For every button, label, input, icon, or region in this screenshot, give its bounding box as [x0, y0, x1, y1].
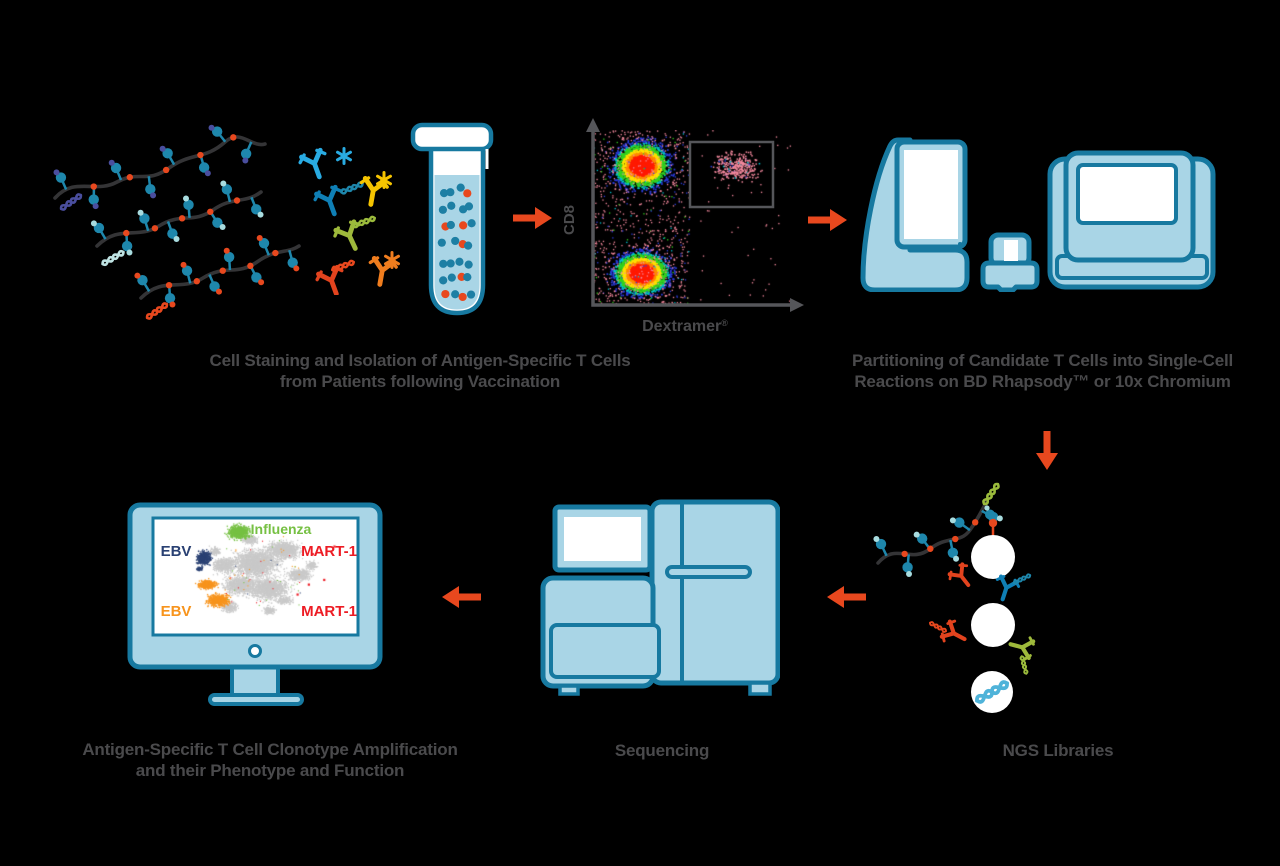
barcoded-antibodies-illustration [290, 140, 400, 295]
rhapsody-screen [904, 150, 958, 239]
antibody-red-icon [945, 560, 979, 594]
y-axis-label: CD8 [561, 205, 578, 235]
dna-end-icon [58, 192, 84, 212]
dextramer-pool-illustration [53, 124, 301, 321]
bd-rhapsody-instrument [860, 137, 970, 292]
dna-end-icon [144, 301, 170, 321]
tsne-canvas [153, 518, 358, 635]
plot-axes [591, 125, 792, 307]
dna-teal-icon [339, 180, 365, 196]
caption-staining: Cell Staining and Isolation of Antigen-S… [135, 350, 705, 392]
tsne-label-mart1-bottom: MART-1 [301, 603, 357, 620]
arrow-right-icon [808, 209, 847, 231]
caption-line: Reactions on BD Rhapsody™ or 10x Chromiu… [854, 372, 1231, 391]
tsne-label-mart1-top: MART-1 [301, 543, 357, 560]
dna-green-icon [351, 214, 377, 230]
tsne-label-ebv-top: EBV [160, 543, 192, 560]
tube-cap [410, 122, 494, 152]
dna-red-icon [928, 620, 948, 634]
flow-density-canvas [593, 130, 793, 305]
ngs-beads-illustration [928, 505, 1113, 713]
flow-cytometry-plot: CD8 Dextramer® [561, 118, 804, 335]
cartridge-window [1004, 240, 1018, 261]
chromium-screen [1076, 163, 1178, 225]
sequencer-foot [748, 681, 772, 696]
x-axis-arrowhead [790, 298, 804, 312]
cartridge [980, 232, 1040, 292]
monitor-base [208, 693, 304, 706]
caption-partitioning: Partitioning of Candidate T Cells into S… [820, 350, 1265, 392]
sequencer-illustration [540, 499, 780, 696]
caption-line: Partitioning of Candidate T Cells into S… [851, 351, 1234, 370]
arrow-left-icon [442, 586, 481, 608]
ngs-chain-illustration [873, 481, 1003, 578]
y-axis-arrowhead [586, 118, 600, 132]
tsne-label-influenza: Influenza [250, 521, 312, 537]
partitioning-instruments [860, 137, 1216, 292]
sequencer-tower [649, 499, 780, 686]
bead-dextramer [984, 505, 998, 535]
star-cyan-icon [336, 147, 352, 165]
caption-line: Antigen-Specific T Cell Clonotype Amplif… [82, 740, 458, 759]
caption-line: and their Phenotype and Function [135, 761, 405, 780]
caption-line: Cell Staining and Isolation of Antigen-S… [209, 351, 631, 370]
sequencer-tray [549, 623, 661, 679]
caption-line: NGS Libraries [1002, 741, 1114, 760]
antibody-red-icon [940, 619, 970, 649]
caption-line: from Patients following Vaccination [279, 372, 561, 391]
dna-end-icon [100, 248, 126, 268]
rhapsody-button [958, 242, 962, 246]
tube-cells [437, 183, 476, 302]
monitor-neck [230, 665, 280, 697]
antibody-lightblue-icon [298, 148, 331, 181]
bead [971, 535, 1015, 579]
gate-rectangle [688, 140, 775, 209]
chromium-instrument [1047, 150, 1216, 290]
caption-ngs: NGS Libraries [958, 740, 1158, 761]
arrow-right-icon [513, 207, 552, 229]
antibody-blue-icon [992, 575, 1020, 603]
sequencer-handle [665, 565, 752, 579]
monitor-button [248, 644, 262, 658]
tsne-label-ebv-bottom: EBV [160, 603, 192, 620]
sequencer-screen [564, 517, 641, 561]
sample-tube-illustration [410, 122, 494, 316]
caption-sequencing: Sequencing [562, 740, 762, 761]
caption-line: Sequencing [614, 741, 710, 760]
sequencer-foot [558, 684, 580, 696]
bead [971, 603, 1015, 647]
caption-analysis: Antigen-Specific T Cell Clonotype Amplif… [25, 739, 515, 781]
arrow-left-icon [827, 586, 866, 608]
arrow-down-icon [1036, 431, 1058, 470]
x-axis-label: Dextramer® [642, 318, 728, 335]
